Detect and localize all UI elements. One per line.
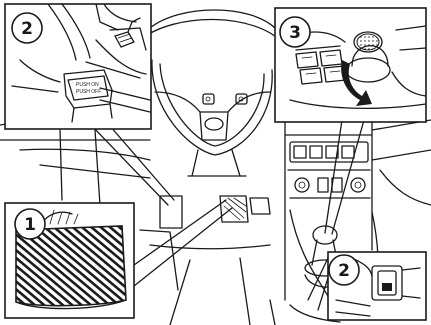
inset-brake-pedal: 1 xyxy=(5,203,134,318)
callout-number-2-bottom: 2 xyxy=(338,261,350,281)
callout-number-3: 3 xyxy=(289,23,301,43)
inset-console-switch: 2 xyxy=(328,252,426,320)
callout-number-2-top: 2 xyxy=(21,19,33,39)
inset-parking-brake-switch: PUSH ON PUSH OFF 2 xyxy=(5,4,151,129)
console-switch-icon xyxy=(382,283,392,291)
inset-shift-selector: 3 xyxy=(275,8,426,122)
switch-label-line2: PUSH OFF xyxy=(76,89,101,95)
callout-number-1: 1 xyxy=(24,215,36,235)
switch-label-line1: PUSH ON xyxy=(76,82,99,88)
